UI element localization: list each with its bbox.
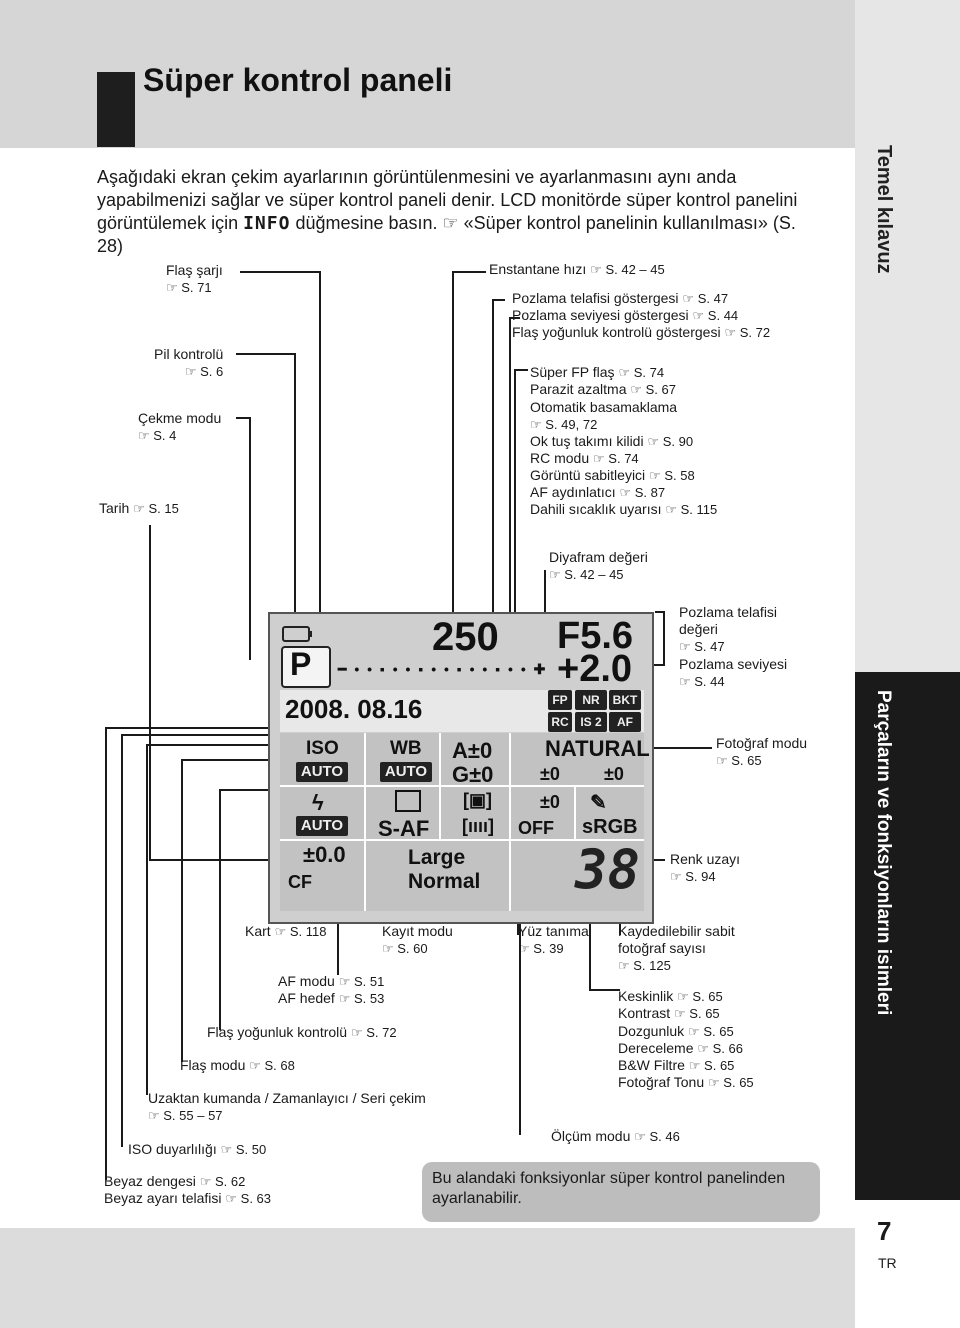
panel-wb-value[interactable]: AUTO — [380, 762, 432, 782]
label-iso: ISO duyarlılığı ☞ S. 50 — [128, 1141, 267, 1157]
label-saturation: Dozgunluk ☞ S. 65 — [618, 1023, 734, 1039]
label-flash-charge: Flaş şarjı☞ S. 71 — [166, 262, 223, 295]
page-title: Süper kontrol paneli — [143, 62, 453, 98]
label-photo-mode: Fotoğraf modu☞ S. 65 — [716, 735, 808, 768]
label-metering: Ölçüm modu ☞ S. 46 — [551, 1128, 680, 1144]
panel-iso-value[interactable]: AUTO — [296, 762, 348, 782]
side-tab-top-label: Temel kılavuz — [873, 145, 895, 274]
label-battery: Pil kontrolü☞ S. 6 — [154, 346, 224, 379]
panel-date: 2008. 08.16 — [285, 694, 423, 724]
label-face: Yüz tanıma☞ S. 39 — [518, 923, 589, 956]
label-date: Tarih ☞ S. 15 — [99, 500, 179, 516]
panel-card: CF — [288, 872, 312, 892]
panel-picture-mode[interactable]: NATURAL — [545, 736, 650, 761]
intro-text-2: düğmesine basın. ☞ «Süper kontrol paneli… — [97, 213, 796, 256]
label-shutter: Enstantane hızı ☞ S. 42 – 45 — [489, 261, 665, 277]
panel-wb-label: WB — [390, 738, 422, 759]
panel-sharpness[interactable]: ±0 — [540, 764, 560, 784]
label-photo-tone: Fotoğraf Tonu ☞ S. 65 — [618, 1074, 754, 1090]
label-card: Kart ☞ S. 118 — [245, 923, 327, 939]
panel-chip-rc: RC — [548, 712, 572, 732]
panel-wb-a[interactable]: A±0 — [452, 738, 493, 763]
label-remote: Uzaktan kumanda / Zamanlayıcı / Seri çek… — [148, 1090, 426, 1123]
header-marker — [97, 72, 135, 147]
note-box — [422, 1162, 820, 1222]
drive-icon — [395, 790, 421, 812]
panel-count: 38 — [575, 838, 641, 901]
af-target-icon: [▣] — [463, 790, 492, 810]
side-tab-bottom — [855, 672, 960, 1200]
label-exp-level: Pozlama seviyesi göstergesi ☞ S. 44 — [512, 307, 739, 323]
panel-af-mode[interactable]: S-AF — [378, 816, 430, 841]
page-number: 7 — [877, 1216, 892, 1246]
label-super-fp: Süper FP flaş ☞ S. 74 — [530, 364, 665, 380]
info-button-label: INFO — [243, 213, 291, 234]
label-stabilizer: Görüntü sabitleyici ☞ S. 58 — [530, 467, 695, 483]
label-record: Kayıt modu☞ S. 60 — [382, 923, 453, 956]
label-flash-mode: Flaş modu ☞ S. 68 — [180, 1057, 295, 1073]
panel-iso-label: ISO — [306, 738, 339, 759]
label-flash-intensity: Flaş yoğunluk kontrolü ☞ S. 72 — [207, 1024, 397, 1040]
side-tab-top — [855, 0, 960, 672]
panel-color-space[interactable]: sRGB — [582, 816, 638, 838]
panel-contrast[interactable]: ±0 — [604, 764, 624, 784]
panel-aperture[interactable]: F5.6 — [557, 615, 634, 657]
language-code: TR — [878, 1255, 897, 1271]
label-sharpness: Keskinlik ☞ S. 65 — [618, 988, 723, 1004]
panel-exp-comp[interactable]: +2.0 — [557, 648, 633, 690]
panel-size[interactable]: Large — [408, 846, 466, 869]
label-bw-filter: B&W Filtre ☞ S. 65 — [618, 1057, 735, 1073]
panel-chip-nr: NR — [575, 690, 607, 710]
label-drive: Çekme modu☞ S. 4 — [138, 410, 222, 443]
panel-face[interactable]: OFF — [518, 818, 554, 838]
panel-saturation[interactable]: ±0 — [540, 792, 560, 812]
intro-paragraph: Aşağıdaki ekran çekim ayarlarının görünt… — [97, 166, 817, 258]
panel-shutter[interactable]: 250 — [432, 615, 499, 659]
label-lock: Ok tuş takımı kilidi ☞ S. 90 — [530, 433, 694, 449]
label-contrast: Kontrast ☞ S. 65 — [618, 1005, 720, 1021]
label-exp-lvl: Pozlama seviyesi☞ S. 44 — [679, 656, 788, 689]
label-noise: Parazit azaltma ☞ S. 67 — [530, 381, 676, 397]
footer-band — [0, 1228, 855, 1328]
label-rc: RC modu ☞ S. 74 — [530, 450, 639, 466]
panel-flash-comp[interactable]: ±0.0 — [303, 842, 346, 867]
panel-chip-is: IS 2 — [575, 712, 607, 732]
panel-chip-af: AF — [609, 712, 641, 732]
pen-icon: ✎ — [590, 792, 607, 814]
label-aperture: Diyafram değeri☞ S. 42 – 45 — [549, 549, 648, 582]
side-tab-bottom-label: Parçaların ve fonksiyonların isimleri — [873, 690, 894, 1016]
panel-chip-bkt: BKT — [609, 690, 641, 710]
label-exp-comp: Pozlama telafisi değeri☞ S. 47 — [679, 604, 778, 654]
panel-compression[interactable]: Normal — [408, 870, 481, 893]
label-af-illuminator: AF aydınlatıcı ☞ S. 87 — [530, 484, 666, 500]
panel-exposure-scale: ━ • • ▪ • • ▪ • • ▪ • • ▪ • • ✚ — [338, 661, 548, 677]
panel-wb-g[interactable]: G±0 — [452, 762, 494, 787]
label-exp-indicator: Pozlama telafisi göstergesi ☞ S. 47 — [512, 290, 729, 306]
header-band — [0, 0, 855, 148]
label-storable: Kaydedilebilir sabit fotoğraf sayısı☞ S.… — [618, 923, 735, 973]
intro-text: Aşağıdaki ekran çekim ayarlarının görünt… — [97, 167, 798, 233]
panel-flash-value[interactable]: AUTO — [296, 816, 348, 836]
metering-icon: [ıııı] — [462, 816, 494, 836]
label-gradation: Dereceleme ☞ S. 66 — [618, 1040, 743, 1056]
flash-icon: ϟ — [312, 790, 324, 815]
label-color-space: Renk uzayı☞ S. 94 — [670, 851, 741, 884]
panel-mode[interactable]: P — [290, 646, 312, 682]
label-flash-intensity-indicator: Flaş yoğunluk kontrolü göstergesi ☞ S. 7… — [512, 324, 771, 340]
label-bracket: Otomatik basamaklama☞ S. 49, 72 — [530, 399, 678, 432]
note-text: Bu alandaki fonksiyonlar süper kontrol p… — [432, 1170, 786, 1207]
label-temp-warning: Dahili sıcaklık uyarısı ☞ S. 115 — [530, 501, 718, 517]
panel-chip-fp: FP — [548, 690, 572, 710]
